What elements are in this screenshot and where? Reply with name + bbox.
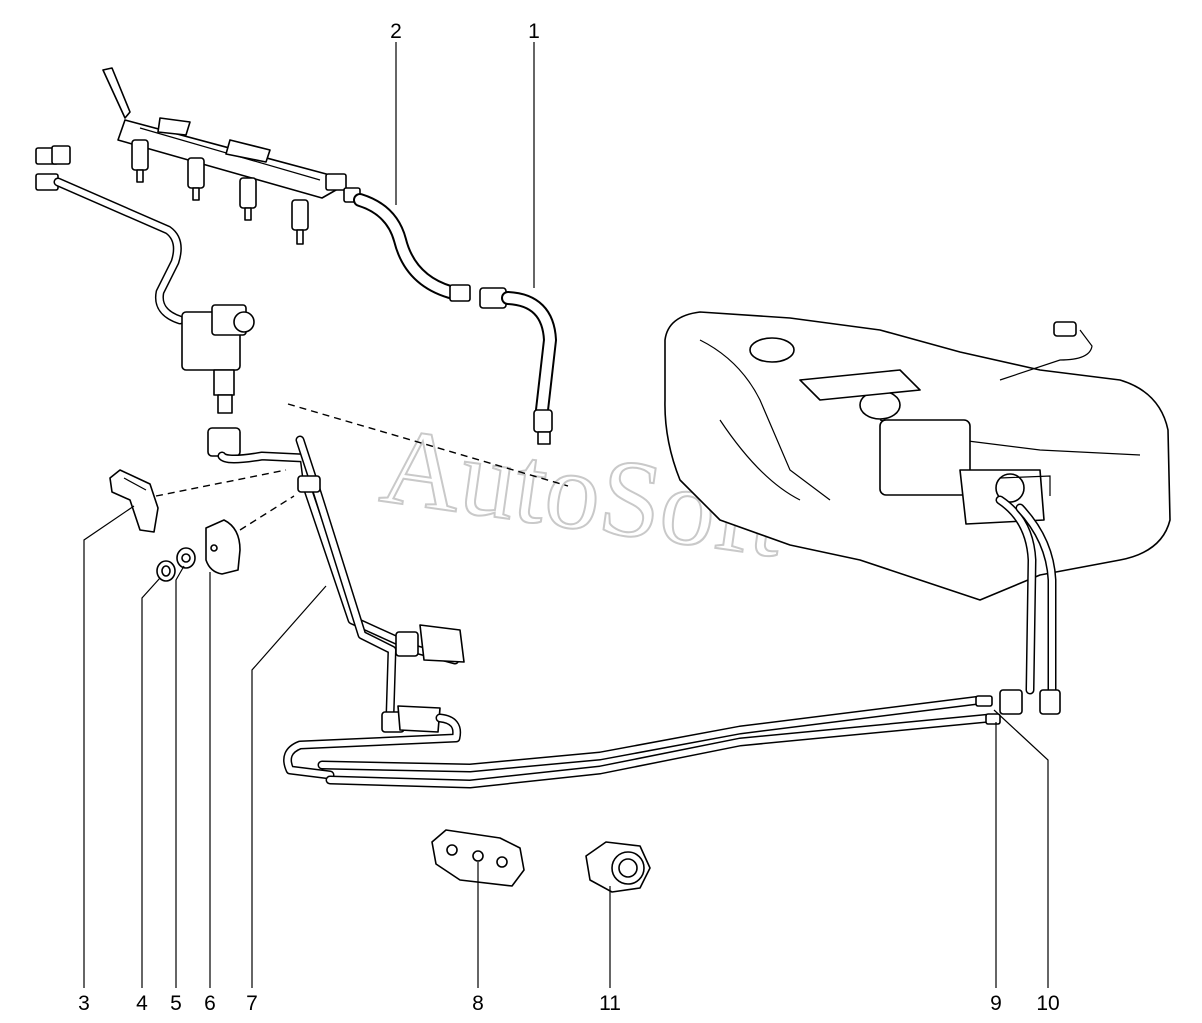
injector: [239, 177, 257, 221]
fuel-hose-1: [479, 287, 557, 445]
callout-2: 2: [390, 20, 402, 43]
clip-6: [205, 519, 241, 575]
injector: [291, 199, 309, 245]
fuel-hose-2: [343, 187, 471, 302]
fuel-tank: [664, 311, 1171, 715]
callout-9: 9: [990, 992, 1002, 1015]
pipe-clip-holder-8: [431, 829, 525, 887]
pipe-clamp-11: [585, 841, 651, 893]
mounting-bracket-3: [109, 469, 159, 533]
callout-7: 7: [246, 992, 258, 1015]
pressure-regulator-assembly: [35, 145, 255, 457]
callout-3: 3: [78, 992, 90, 1015]
fuel-line-9: [325, 713, 1001, 789]
fuel-line-10: [317, 695, 993, 773]
washer-5: [176, 547, 196, 569]
callout-11: 11: [599, 992, 621, 1015]
callout-10: 10: [1036, 992, 1059, 1015]
assembly-arrow: [239, 495, 295, 531]
callout-4: 4: [136, 992, 148, 1015]
assembly-arrow: [155, 469, 287, 497]
fuel-rail-assembly: [102, 67, 347, 245]
injector: [131, 139, 149, 183]
callout-1: 1: [528, 20, 540, 43]
fuel-pipe-assembly-7: [217, 435, 465, 780]
callout-5: 5: [170, 992, 182, 1015]
leader-lines: [83, 42, 1049, 988]
callout-labels: 1 2 3 4 5 6 7 8 9 10 11: [78, 20, 1060, 1015]
injector: [187, 157, 205, 201]
nut-4: [156, 560, 176, 582]
assembly-arrow: [287, 403, 569, 487]
callout-8: 8: [472, 992, 484, 1015]
callout-6: 6: [204, 992, 216, 1015]
